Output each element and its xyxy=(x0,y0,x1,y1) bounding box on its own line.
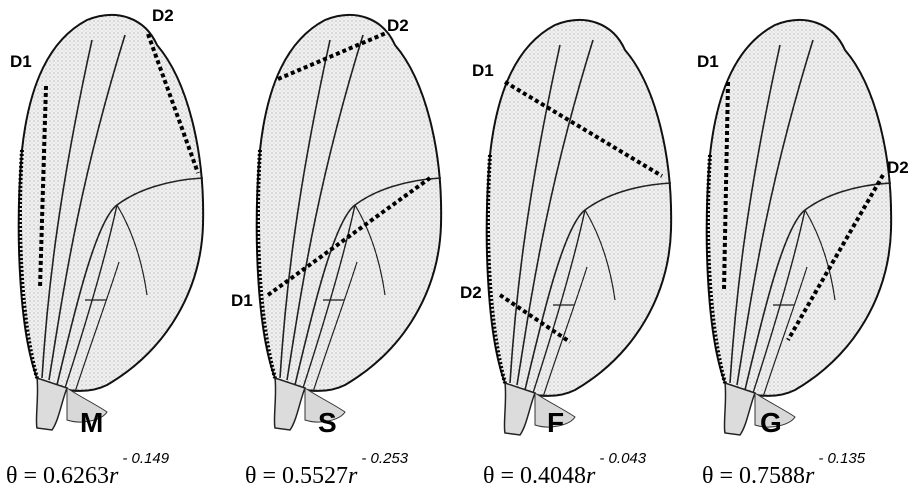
formula-exponent: - 0.043 xyxy=(599,450,646,467)
wing-panel-f xyxy=(487,20,671,435)
wing-panel-s xyxy=(257,15,441,430)
panel-letter-s: S xyxy=(318,407,337,439)
theta-symbol: θ xyxy=(702,463,714,489)
formula-coefficient: = 0.4048 xyxy=(501,463,587,489)
panel-letter-f: F xyxy=(547,407,564,439)
theta-symbol: θ xyxy=(245,463,257,489)
theta-symbol: θ xyxy=(483,463,495,489)
formula-m: θ = 0.6263r- 0.149 xyxy=(6,463,169,490)
panel-letter-g: G xyxy=(760,407,782,439)
formula-variable: r xyxy=(348,463,357,489)
label-d1-f: D1 xyxy=(472,61,494,81)
formula-f: θ = 0.4048r- 0.043 xyxy=(483,463,646,490)
label-d1-g: D1 xyxy=(697,52,719,72)
label-d1-s: D1 xyxy=(231,291,253,311)
wing-panel-m xyxy=(19,15,203,430)
formula-variable: r xyxy=(109,463,118,489)
formula-coefficient: = 0.5527 xyxy=(263,463,349,489)
label-d2-g: D2 xyxy=(887,158,909,178)
formula-exponent: - 0.135 xyxy=(818,450,865,467)
formula-g: θ = 0.7588r- 0.135 xyxy=(702,463,865,490)
formula-coefficient: = 0.7588 xyxy=(720,463,806,489)
wing-panel-g xyxy=(707,20,891,435)
formula-exponent: - 0.149 xyxy=(122,450,169,467)
formula-variable: r xyxy=(805,463,814,489)
formula-coefficient: = 0.6263 xyxy=(24,463,110,489)
panel-letter-m: M xyxy=(80,407,103,439)
theta-symbol: θ xyxy=(6,463,18,489)
formula-variable: r xyxy=(586,463,595,489)
label-d2-f: D2 xyxy=(460,283,482,303)
label-d2-s: D2 xyxy=(387,16,409,36)
formula-exponent: - 0.253 xyxy=(361,450,408,467)
formula-s: θ = 0.5527r- 0.253 xyxy=(245,463,408,490)
label-d1-m: D1 xyxy=(10,52,32,72)
label-d2-m: D2 xyxy=(152,6,174,26)
